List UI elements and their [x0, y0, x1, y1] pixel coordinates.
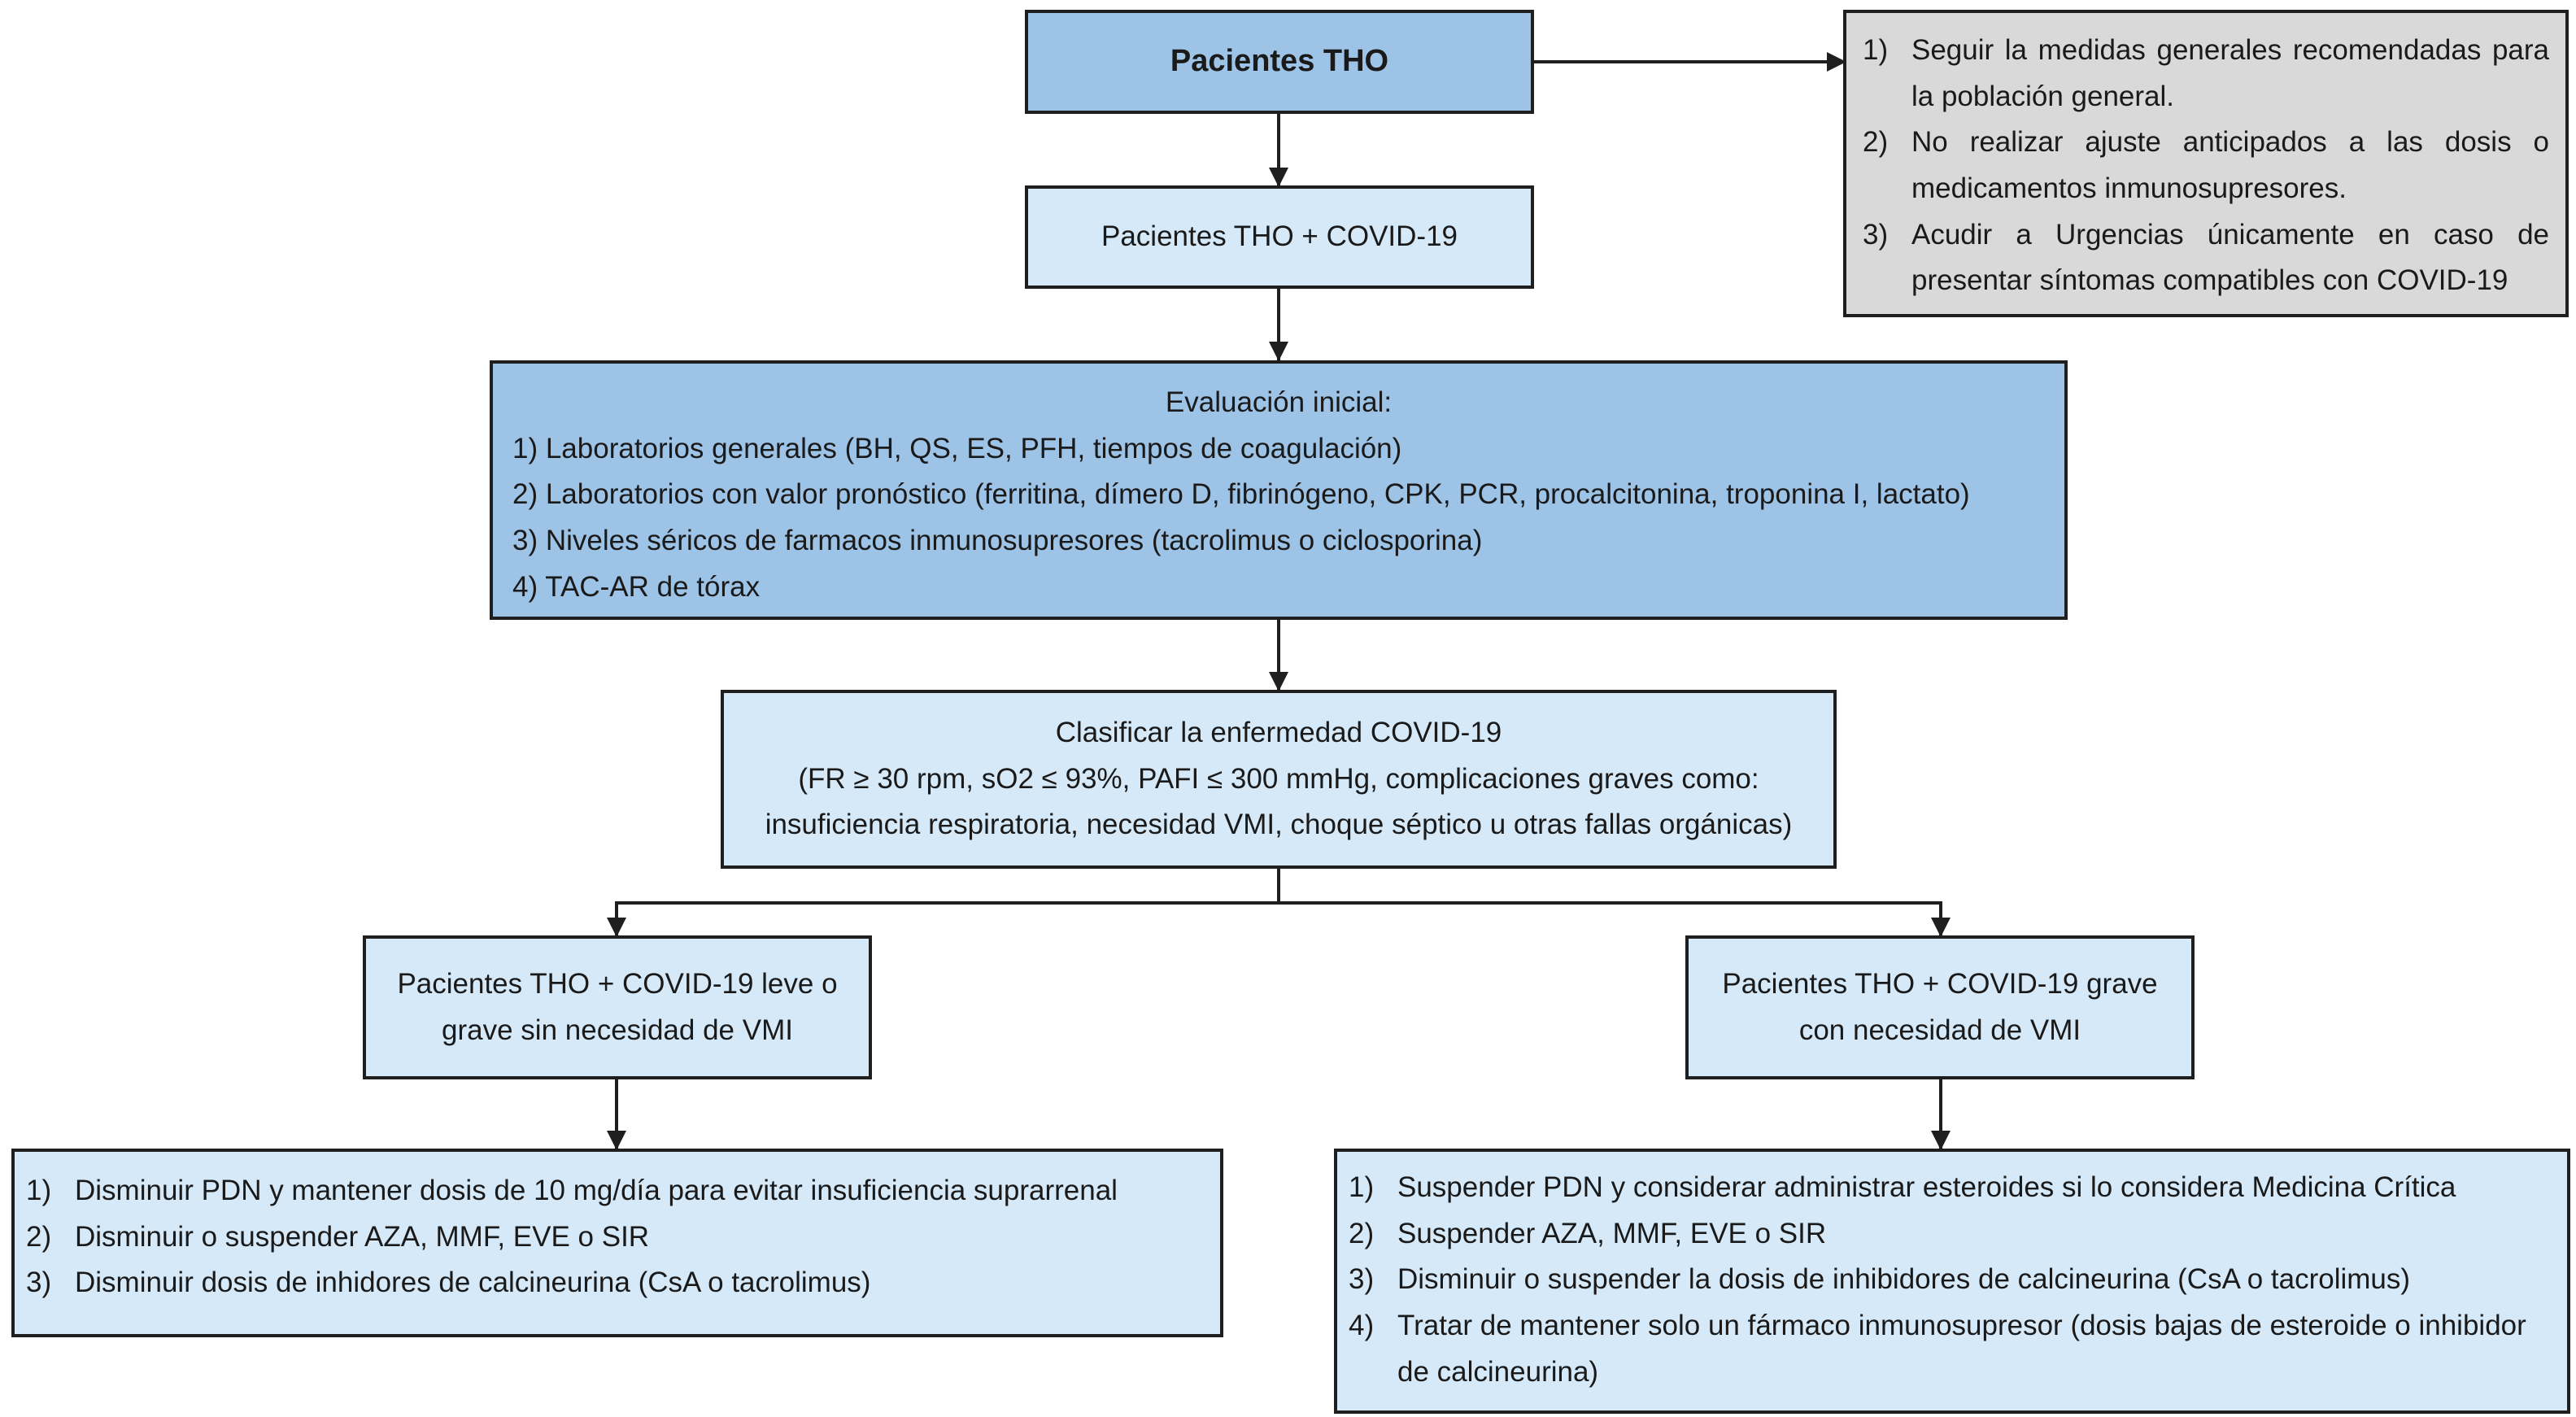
classify-line: insuficiencia respiratoria, necesidad VM…	[765, 809, 1793, 841]
arrowhead-to-mild	[607, 918, 626, 937]
severe-action-item: 1) Suspender PDN y considerar administra…	[1349, 1171, 2456, 1203]
arrow-classify-to-severe	[1279, 901, 1942, 935]
general-measure-item: 3) Acudir a Urgencias únicamente en caso…	[1863, 218, 2549, 297]
evaluation-item: 3) Niveles séricos de farmacos inmunosup…	[512, 525, 1483, 557]
classify-line: (FR ≥ 30 rpm, sO2 ≤ 93%, PAFI ≤ 300 mmHg…	[798, 762, 1759, 795]
classify-node: Clasificar la enfermedad COVID-19 (FR ≥ …	[721, 690, 1837, 869]
arrowhead-start-to-general-measures	[1827, 52, 1846, 72]
severe-actions-box: 1) Suspender PDN y considerar administra…	[1334, 1149, 2570, 1414]
mild-action-item: 3) Disminuir dosis de inhidores de calci…	[26, 1267, 871, 1299]
arrowhead-start-to-covid	[1269, 168, 1288, 187]
general-measure-item: 2) No realizar ajuste anticipados a las …	[1863, 126, 2549, 205]
general-measures-box: 1) Seguir la medidas generales recomenda…	[1843, 10, 2569, 317]
mild-node-line: grave sin necesidad de VMI	[442, 1014, 793, 1046]
severe-action-item: 2) Suspender AZA, MMF, EVE o SIR	[1349, 1217, 1827, 1249]
start-node-label: Pacientes THO	[1170, 44, 1389, 79]
severe-node-line: con necesidad de VMI	[1798, 1014, 2081, 1046]
mild-node-line: Pacientes THO + COVID-19 leve o	[397, 967, 838, 1000]
severe-node: Pacientes THO + COVID-19 grave con neces…	[1685, 935, 2195, 1079]
mild-node: Pacientes THO + COVID-19 leve o grave si…	[363, 935, 872, 1079]
mild-action-item: 1) Disminuir PDN y mantener dosis de 10 …	[26, 1175, 1118, 1206]
mild-actions-box: 1) Disminuir PDN y mantener dosis de 10 …	[11, 1149, 1223, 1337]
arrowhead-to-severe	[1931, 918, 1951, 937]
evaluation-item: 2) Laboratorios con valor pronóstico (fe…	[512, 478, 1970, 511]
severe-action-item: 3) Disminuir o suspender la dosis de inh…	[1349, 1263, 2411, 1296]
classify-line: Clasificar la enfermedad COVID-19	[1055, 716, 1502, 748]
arrowhead-covid-to-evaluation	[1269, 342, 1288, 361]
severe-action-item: 4) Tratar de mantener solo un fármaco in…	[1349, 1310, 2526, 1388]
arrowhead-to-severe-actions	[1931, 1131, 1951, 1150]
general-measure-item: 1) Seguir la medidas generales recomenda…	[1863, 34, 2549, 112]
arrow-classify-split	[615, 869, 1280, 935]
arrowhead-evaluation-to-classify	[1269, 672, 1288, 691]
evaluation-title: Evaluación inicial:	[1165, 386, 1393, 418]
mild-action-item: 2) Disminuir o suspender AZA, MMF, EVE o…	[26, 1220, 650, 1253]
severe-node-line: Pacientes THO + COVID-19 grave	[1722, 967, 2158, 1000]
covid-node: Pacientes THO + COVID-19	[1025, 185, 1534, 289]
evaluation-item: 4) TAC-AR de tórax	[512, 570, 761, 603]
evaluation-node: Evaluación inicial: 1) Laboratorios gene…	[490, 360, 2068, 620]
start-node: Pacientes THO	[1025, 10, 1534, 114]
arrowhead-to-mild-actions	[607, 1131, 626, 1150]
covid-node-label: Pacientes THO + COVID-19	[1101, 220, 1458, 253]
evaluation-item: 1) Laboratorios generales (BH, QS, ES, P…	[512, 432, 1402, 464]
